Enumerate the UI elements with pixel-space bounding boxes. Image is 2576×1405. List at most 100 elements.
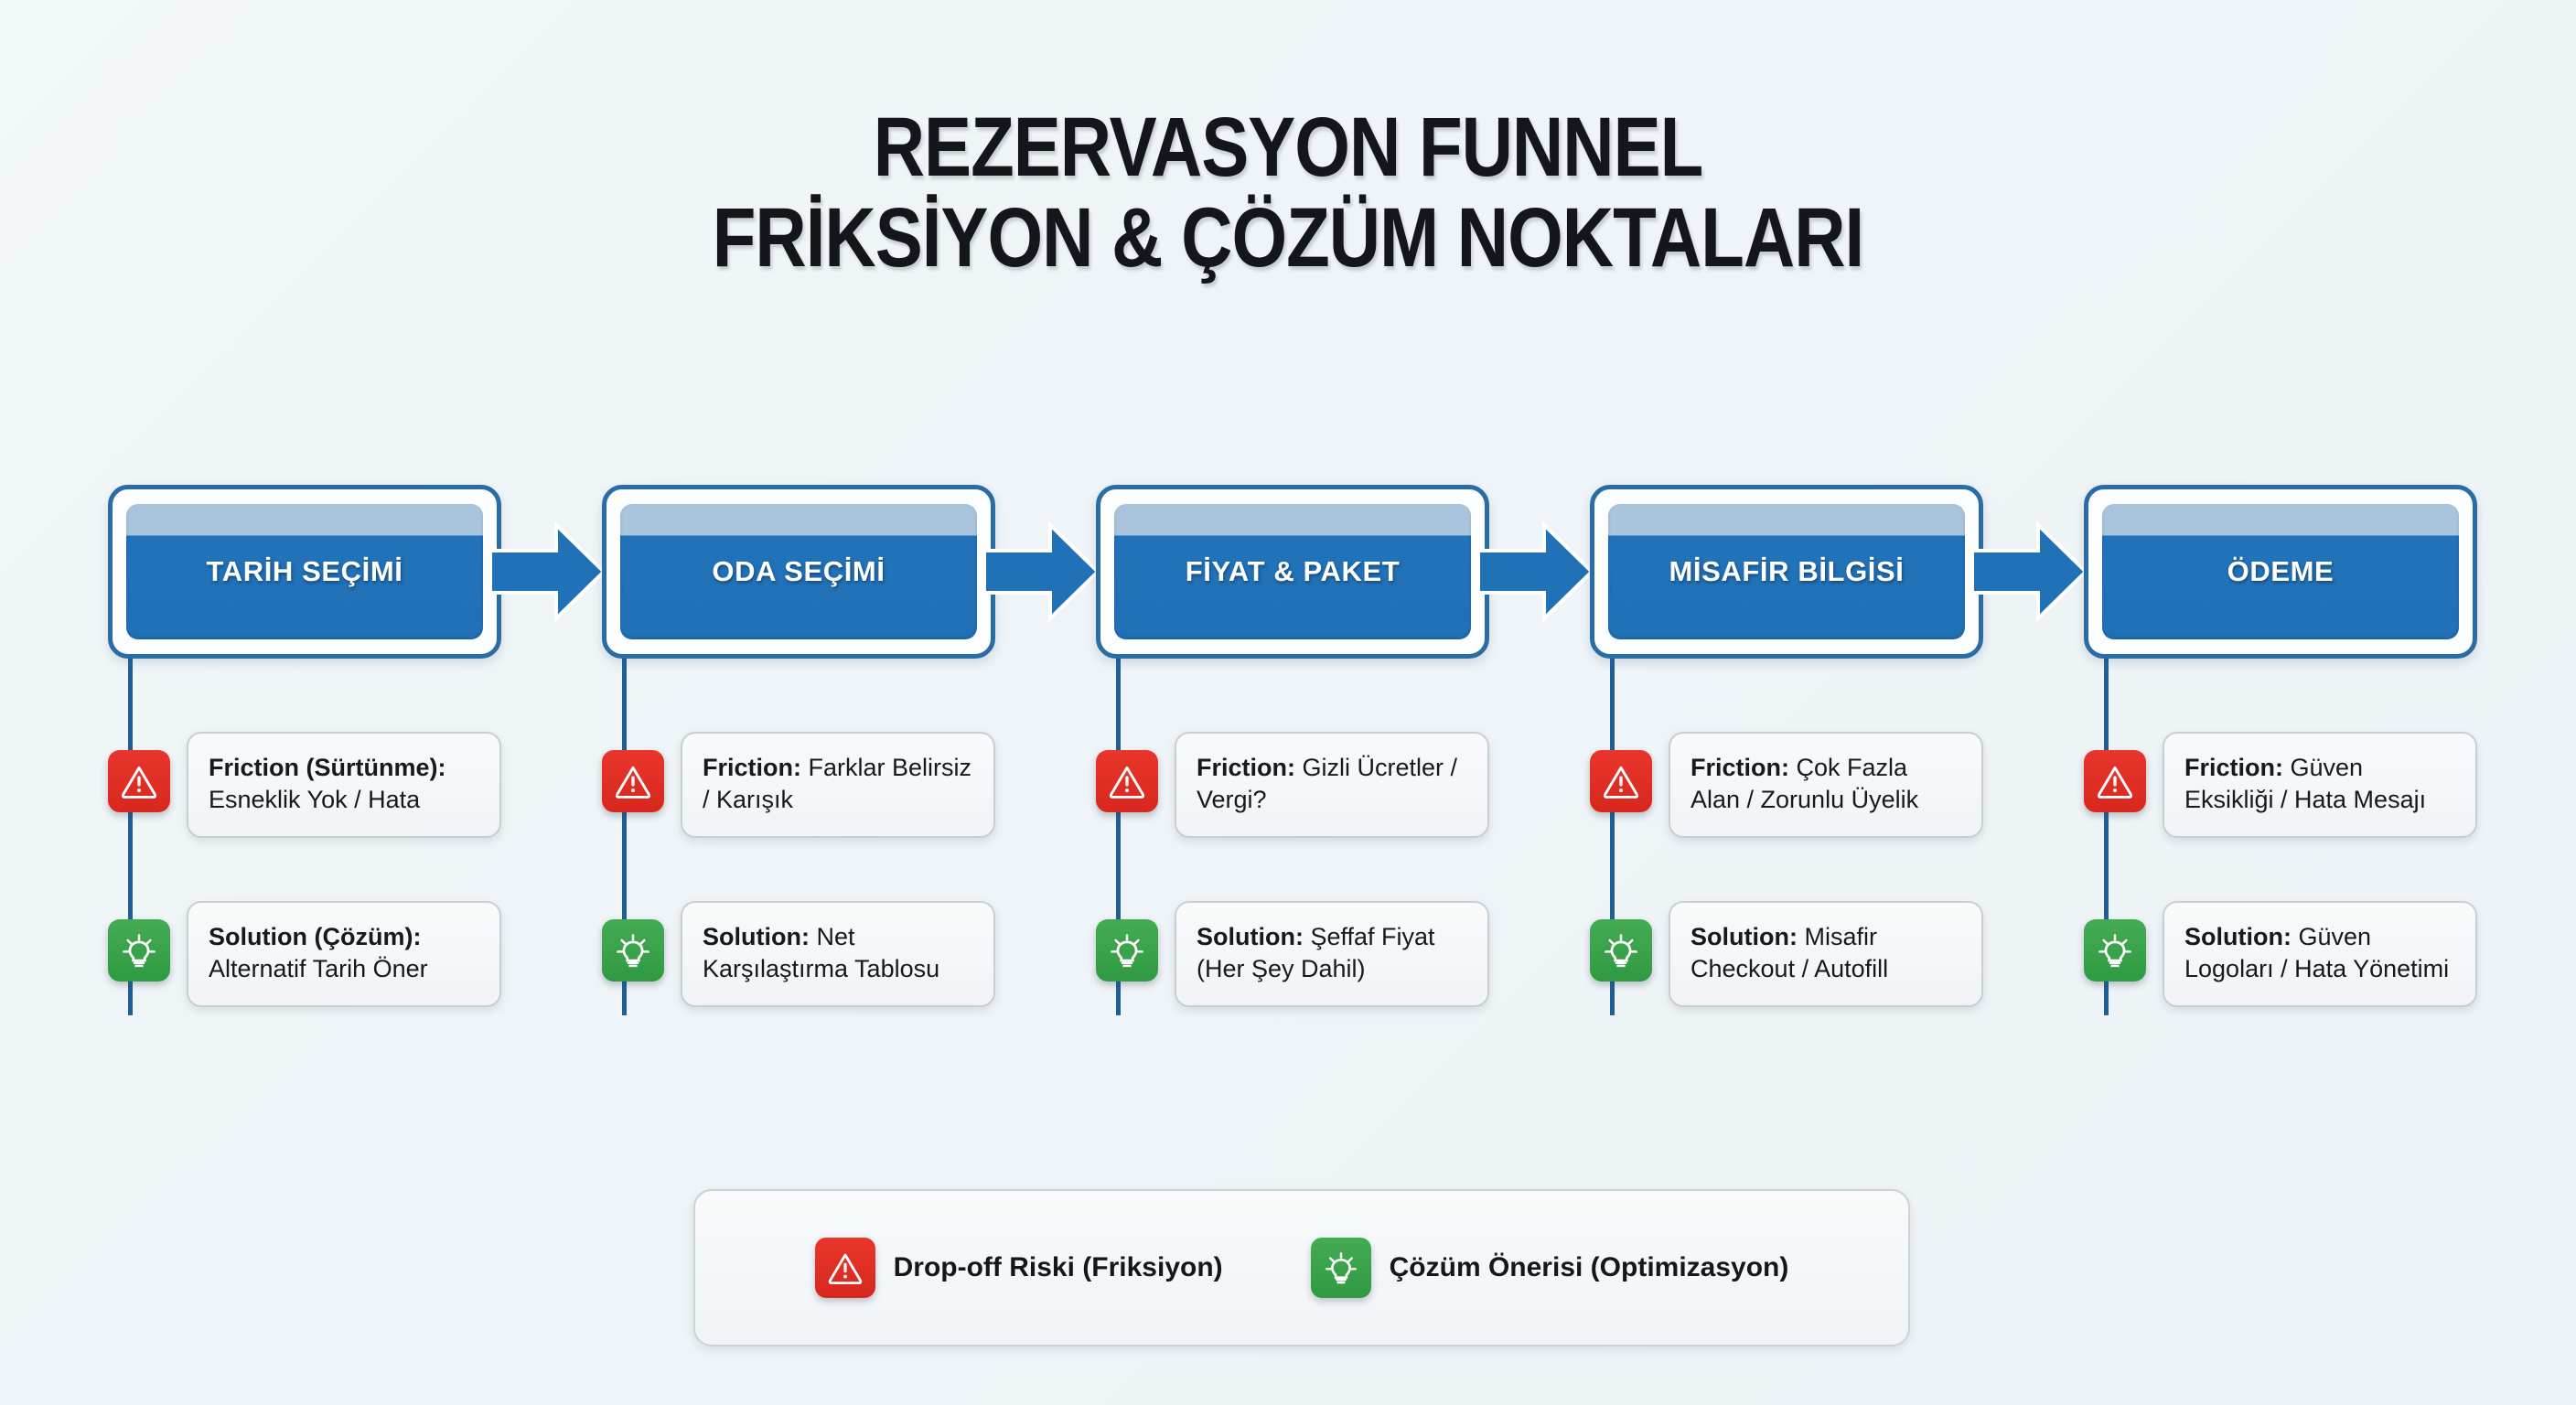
- friction-label: Friction (Sürtünme):: [209, 754, 446, 781]
- funnel-column-1: Friction (Sürtünme): Esneklik Yok / Hata…: [108, 659, 501, 1070]
- friction-card: Friction: Çok Fazla Alan / Zorunlu Üyeli…: [1669, 732, 1983, 839]
- stage-frame: TARİH SEÇİMİ: [108, 485, 501, 659]
- title-line-2: FRİKSİYON & ÇÖZÜM NOKTALARI: [712, 189, 1864, 284]
- stage-label: ÖDEME: [2227, 555, 2334, 587]
- funnel-arrow-3: [1476, 485, 1594, 659]
- friction-value: Esneklik Yok / Hata: [209, 786, 421, 814]
- solution-label: Solution:: [1197, 923, 1304, 950]
- friction-badge: [1590, 750, 1652, 812]
- stage-body: MİSAFİR BİLGİSİ: [1608, 504, 1965, 639]
- stage-body: ÖDEME: [2102, 504, 2459, 639]
- connector-line: [622, 659, 627, 1015]
- friction-solution-columns: Friction (Sürtünme): Esneklik Yok / Hata…: [108, 659, 2477, 1070]
- warning-triangle-icon: [1603, 766, 1639, 799]
- solution-badge: [1590, 919, 1652, 981]
- solution-card: Solution (Çözüm): Alternatif Tarih Öner: [187, 901, 501, 1008]
- legend: Drop-off Riski (Friksiyon) Çözüm Önerisi …: [693, 1189, 1910, 1346]
- friction-value: Gizli Ücretler / Vergi?: [1197, 754, 1458, 814]
- friction-label: Friction:: [2184, 754, 2283, 781]
- friction-badge: [602, 750, 664, 812]
- legend-badge: [1310, 1238, 1371, 1298]
- solution-item: Solution: Net Karşılaştırma Tablosu: [602, 901, 995, 1008]
- lightbulb-icon: [1111, 934, 1143, 968]
- friction-item: Friction (Sürtünme): Esneklik Yok / Hata: [108, 732, 501, 839]
- solution-text: Solution: Güven Logoları / Hata Yönetimi: [2184, 921, 2455, 985]
- friction-item: Friction: Çok Fazla Alan / Zorunlu Üyeli…: [1590, 732, 1983, 839]
- solution-label: Solution (Çözüm):: [209, 923, 422, 950]
- friction-label: Friction:: [1197, 754, 1295, 781]
- arrow-right-icon: [1970, 520, 2088, 623]
- lightbulb-icon: [123, 934, 156, 968]
- funnel-stage-3[interactable]: FİYAT & PAKET: [1096, 485, 1489, 659]
- stage-frame: ÖDEME: [2084, 485, 2477, 659]
- funnel-column-4: Friction: Çok Fazla Alan / Zorunlu Üyeli…: [1590, 659, 1983, 1070]
- funnel-stage-4[interactable]: MİSAFİR BİLGİSİ: [1590, 485, 1983, 659]
- solution-item: Solution: Güven Logoları / Hata Yönetimi: [2084, 901, 2477, 1008]
- friction-badge: [2084, 750, 2146, 812]
- friction-label: Friction:: [1690, 754, 1789, 781]
- solution-card: Solution: Net Karşılaştırma Tablosu: [681, 901, 995, 1008]
- friction-text: Friction: Farklar Belirsiz / Karışık: [703, 752, 973, 816]
- friction-badge: [1096, 750, 1158, 812]
- stage-body: TARİH SEÇİMİ: [126, 504, 483, 639]
- friction-text: Friction: Güven Eksikliği / Hata Mesajı: [2184, 752, 2455, 816]
- friction-card: Friction: Farklar Belirsiz / Karışık: [681, 732, 995, 839]
- connector-line: [1610, 659, 1615, 1015]
- stage-frame: FİYAT & PAKET: [1096, 485, 1489, 659]
- stage-label: TARİH SEÇİMİ: [206, 555, 403, 587]
- solution-badge: [2084, 919, 2146, 981]
- stage-frame: MİSAFİR BİLGİSİ: [1590, 485, 1983, 659]
- friction-label: Friction:: [703, 754, 801, 781]
- legend-label: Drop-off Riski (Friksiyon): [893, 1252, 1223, 1282]
- lightbulb-icon: [1325, 1252, 1357, 1284]
- solution-card: Solution: Şeffaf Fiyat (Her Şey Dahil): [1175, 901, 1489, 1008]
- friction-item: Friction: Farklar Belirsiz / Karışık: [602, 732, 995, 839]
- solution-text: Solution: Net Karşılaştırma Tablosu: [703, 921, 973, 985]
- friction-text: Friction: Gizli Ücretler / Vergi?: [1197, 752, 1467, 816]
- stage-body: ODA SEÇİMİ: [620, 504, 977, 639]
- warning-triangle-icon: [2097, 766, 2133, 799]
- solution-card: Solution: Misafir Checkout / Autofill: [1669, 901, 1983, 1008]
- solution-value: Misafir Checkout / Autofill: [1690, 923, 1889, 983]
- friction-item: Friction: Gizli Ücretler / Vergi?: [1096, 732, 1489, 839]
- solution-value: Güven Logoları / Hata Yönetimi: [2184, 923, 2450, 983]
- warning-triangle-icon: [1109, 766, 1145, 799]
- stage-label: FİYAT & PAKET: [1185, 555, 1401, 587]
- warning-triangle-icon: [121, 766, 157, 799]
- funnel-arrow-1: [488, 485, 606, 659]
- legend-label: Çözüm Önerisi (Optimizasyon): [1389, 1252, 1789, 1282]
- solution-label: Solution:: [703, 923, 810, 950]
- funnel-stage-2[interactable]: ODA SEÇİMİ: [602, 485, 995, 659]
- solution-value: Şeffaf Fiyat (Her Şey Dahil): [1197, 923, 1435, 983]
- friction-value: Güven Eksikliği / Hata Mesajı: [2184, 754, 2427, 814]
- funnel-arrow-4: [1970, 485, 2088, 659]
- lightbulb-icon: [2098, 934, 2131, 968]
- arrow-right-icon: [488, 520, 606, 623]
- solution-value: Net Karşılaştırma Tablosu: [703, 923, 940, 983]
- friction-text: Friction: Çok Fazla Alan / Zorunlu Üyeli…: [1690, 752, 1961, 816]
- solution-badge: [108, 919, 170, 981]
- solution-text: Solution: Şeffaf Fiyat (Her Şey Dahil): [1197, 921, 1467, 985]
- friction-card: Friction (Sürtünme): Esneklik Yok / Hata: [187, 732, 501, 839]
- solution-badge: [602, 919, 664, 981]
- legend-item-2: Çözüm Önerisi (Optimizasyon): [1310, 1238, 1789, 1298]
- solution-badge: [1096, 919, 1158, 981]
- stage-body: FİYAT & PAKET: [1114, 504, 1471, 639]
- funnel-stage-1[interactable]: TARİH SEÇİMİ: [108, 485, 501, 659]
- solution-label: Solution:: [2184, 923, 2292, 950]
- friction-card: Friction: Gizli Ücretler / Vergi?: [1175, 732, 1489, 839]
- title-line-1: REZERVASYON FUNNEL: [873, 99, 1704, 195]
- friction-badge: [108, 750, 170, 812]
- solution-item: Solution (Çözüm): Alternatif Tarih Öner: [108, 901, 501, 1008]
- solution-value: Alternatif Tarih Öner: [209, 955, 428, 983]
- connector-line: [1116, 659, 1121, 1015]
- solution-text: Solution: Misafir Checkout / Autofill: [1690, 921, 1961, 985]
- legend-item-1: Drop-off Riski (Friksiyon): [814, 1238, 1223, 1298]
- connector-line: [128, 659, 133, 1015]
- lightbulb-icon: [617, 934, 649, 968]
- stage-frame: ODA SEÇİMİ: [602, 485, 995, 659]
- funnel-stage-5[interactable]: ÖDEME: [2084, 485, 2477, 659]
- page-title: REZERVASYON FUNNEL FRİKSİYON & ÇÖZÜM NOK…: [0, 99, 2576, 282]
